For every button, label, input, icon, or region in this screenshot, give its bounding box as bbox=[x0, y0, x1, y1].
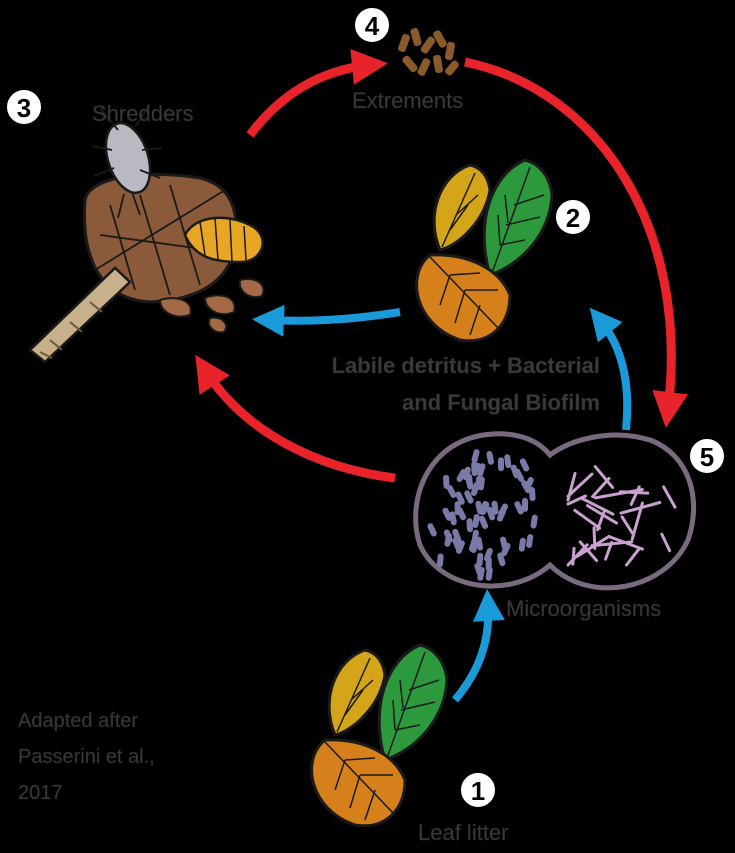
fungal-hypha bbox=[662, 485, 677, 509]
arrow-extrements-to-microorganisms bbox=[464, 57, 689, 428]
fungal-hypha bbox=[566, 472, 594, 498]
svg-text:4: 4 bbox=[365, 11, 380, 41]
label-biofilm-line2: and Fungal Biofilm bbox=[402, 390, 600, 415]
fungal-hypha bbox=[580, 496, 615, 516]
fungal-hypha bbox=[618, 490, 650, 495]
source-note-line3: 2017 bbox=[18, 782, 63, 804]
label-biofilm-line1: Labile detritus + Bacterial bbox=[332, 353, 600, 378]
bacterium-cell bbox=[478, 515, 489, 529]
arrow-leaf-litter-to-microorganisms bbox=[451, 589, 505, 703]
fungal-hypha bbox=[620, 515, 634, 535]
label-leaf-litter: Leaf litter bbox=[418, 820, 509, 845]
bacterium-cell bbox=[471, 462, 481, 477]
bacterium-cell bbox=[456, 507, 467, 521]
bacterium-cell bbox=[446, 484, 457, 499]
svg-text:3: 3 bbox=[17, 93, 31, 123]
arrow-biofilm-to-shredders bbox=[252, 304, 401, 337]
svg-text:1: 1 bbox=[471, 776, 485, 806]
bacterium-cell bbox=[442, 507, 453, 521]
bacterium-cell bbox=[485, 566, 493, 581]
arrow-shredders-to-extrements bbox=[246, 48, 388, 138]
extrements-pellets-icon bbox=[398, 27, 459, 76]
bacterium-cell bbox=[521, 480, 532, 494]
step-5-badge: 5 bbox=[688, 437, 726, 475]
fungal-hypha bbox=[575, 534, 611, 558]
svg-text:2: 2 bbox=[566, 203, 580, 233]
step-3-badge: 3 bbox=[5, 88, 43, 126]
source-note-line1: Adapted after bbox=[18, 710, 138, 732]
bacterium-cell bbox=[443, 474, 450, 489]
fungal-hypha bbox=[566, 494, 587, 506]
label-microorganisms: Microorganisms bbox=[506, 596, 661, 621]
step-1-badge: 1 bbox=[459, 771, 497, 809]
bacterium-cell bbox=[427, 523, 437, 537]
bacterium-cell bbox=[498, 503, 509, 517]
step-4-badge: 4 bbox=[353, 6, 391, 44]
bacterium-cell bbox=[480, 501, 490, 515]
fungal-hypha bbox=[593, 487, 644, 500]
shredders-illustration bbox=[28, 103, 265, 364]
bacterium-cell bbox=[518, 537, 526, 552]
bacterium-cell bbox=[455, 491, 465, 505]
svg-text:5: 5 bbox=[700, 442, 714, 472]
bacterium-cell bbox=[443, 529, 453, 543]
fungal-hypha bbox=[629, 485, 641, 506]
bacterium-cell bbox=[498, 457, 505, 472]
fungal-hypha bbox=[619, 500, 662, 515]
fungal-hypha bbox=[660, 532, 672, 553]
bacterium-cell bbox=[472, 514, 480, 528]
leaf-litter-illustration bbox=[310, 643, 449, 828]
bacterium-cell bbox=[471, 449, 480, 463]
bacterium-cell bbox=[478, 476, 485, 491]
fungal-hypha bbox=[590, 540, 634, 548]
bacterium-cell bbox=[436, 553, 444, 568]
arrow-microorganisms-to-biofilm bbox=[589, 307, 632, 431]
bacterium-cell bbox=[465, 475, 474, 490]
label-shredders: Shredders bbox=[92, 101, 194, 126]
bacterium-cell bbox=[522, 497, 529, 512]
label-extrements: Extrements bbox=[352, 88, 463, 113]
bacterium-cell bbox=[491, 500, 499, 515]
step-2-badge: 2 bbox=[554, 198, 592, 236]
bacterium-cell bbox=[483, 547, 493, 562]
microorganisms-illustration bbox=[413, 431, 697, 591]
fungal-hypha bbox=[573, 508, 602, 530]
bacterium-cell bbox=[477, 566, 485, 581]
fungal-hypha bbox=[596, 510, 606, 532]
bacterium-cell bbox=[501, 542, 511, 557]
bacterium-cell bbox=[476, 552, 484, 567]
bacterium-cell bbox=[466, 518, 474, 533]
arrow-microorganisms-to-shredders bbox=[195, 354, 396, 483]
bacterium-cell bbox=[464, 490, 474, 504]
fungal-hypha bbox=[578, 540, 599, 562]
bacterium-cell bbox=[455, 540, 465, 554]
bacterium-cell bbox=[519, 458, 530, 472]
bacterium-cell bbox=[477, 463, 486, 477]
bacterium-cell bbox=[452, 528, 462, 543]
fungal-hypha bbox=[624, 547, 641, 567]
biofilm-leaves-illustration bbox=[415, 158, 554, 343]
bacterium-cell bbox=[510, 464, 520, 479]
bacterium-cell bbox=[530, 514, 538, 529]
source-note-line2: Passerini et al., bbox=[18, 746, 155, 768]
bacterium-cell bbox=[486, 506, 496, 521]
bacterium-cell bbox=[468, 538, 478, 552]
bacterium-cell bbox=[449, 511, 457, 526]
bacterium-cell bbox=[486, 450, 494, 465]
bacterium-cell bbox=[514, 501, 524, 515]
bacterium-cell bbox=[526, 534, 534, 548]
fungal-hypha bbox=[593, 465, 615, 489]
bacterium-cell bbox=[504, 454, 512, 469]
bacterium-cell bbox=[475, 536, 484, 551]
